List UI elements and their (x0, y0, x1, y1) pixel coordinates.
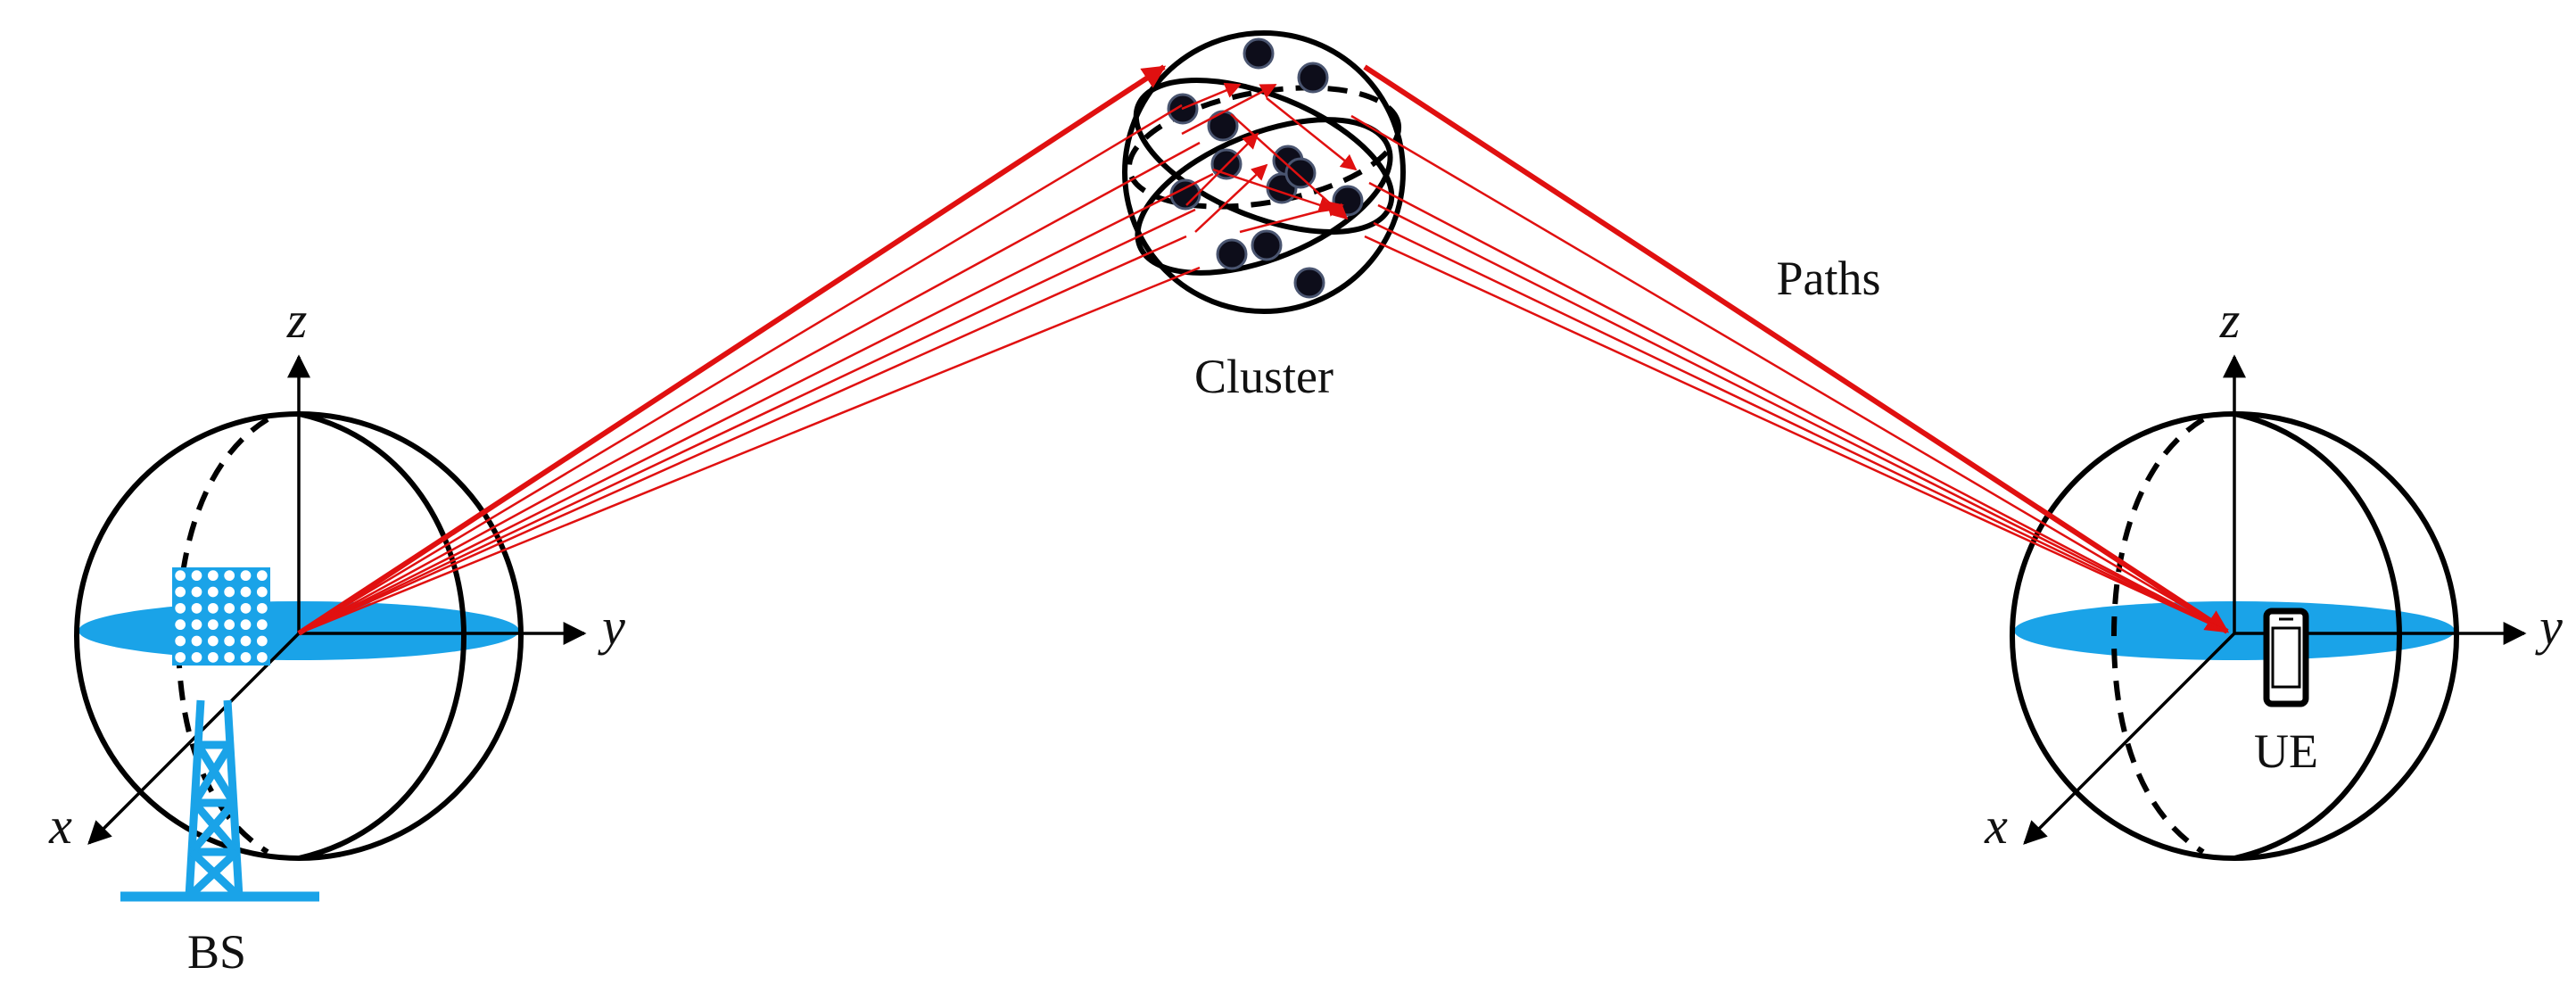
antenna-element (224, 635, 235, 647)
ue-sphere-group (2010, 354, 2527, 861)
cluster-internal-ray (1194, 163, 1268, 233)
ue-label: UE (2254, 724, 2318, 778)
bs-z-label: z (286, 291, 308, 349)
cluster-internal-ray (1239, 201, 1344, 234)
ue-y-label: y (2535, 598, 2563, 656)
bs-x-axis (87, 632, 301, 845)
scatterer-point (1284, 157, 1317, 189)
bs-to-cluster-ray (298, 235, 1187, 635)
antenna-element (256, 619, 268, 631)
bs-to-cluster-main-ray (297, 64, 1167, 636)
bs-equipment (120, 567, 319, 902)
ue-x-axis (2023, 632, 2236, 845)
antenna-element (207, 635, 219, 647)
antenna-array-icon (172, 567, 270, 666)
cluster-to-ue-ray (1350, 114, 2228, 633)
antenna-element (207, 619, 219, 631)
cluster-internal-ray (1185, 132, 1259, 206)
bs-to-cluster-ray (298, 266, 1201, 635)
cluster-sphere-outline (1122, 30, 1406, 314)
antenna-element (191, 570, 202, 582)
mobile-phone-icon (2263, 608, 2309, 707)
antenna-element (256, 602, 268, 614)
antenna-element (224, 586, 235, 598)
antenna-element (240, 651, 252, 663)
antenna-element (224, 570, 235, 582)
cluster-ring-dashed-1 (1126, 85, 1402, 210)
antenna-element (256, 635, 268, 647)
bs-y-label: y (598, 598, 625, 656)
antenna-element (191, 619, 202, 631)
antenna-element (207, 651, 219, 663)
scatterer-point (1297, 62, 1329, 94)
scatterer-point (1243, 37, 1275, 70)
cluster-internal-ray (1181, 82, 1242, 111)
scatterer-point (1216, 238, 1248, 270)
antenna-element (191, 602, 202, 614)
antenna-element (256, 586, 268, 598)
bs-sphere-group (74, 354, 587, 861)
antenna-element (224, 651, 235, 663)
antenna-element (256, 651, 268, 663)
antenna-element (175, 570, 186, 582)
bs-to-cluster-ray (298, 103, 1183, 635)
antenna-element (175, 651, 186, 663)
antenna-element (191, 586, 202, 598)
antenna-element (191, 635, 202, 647)
ue-x-label: x (1984, 797, 2008, 855)
cluster-internal-ray (1181, 83, 1277, 136)
scatterer-point (1251, 229, 1283, 261)
cluster-to-ue-ray (1368, 181, 2228, 633)
antenna-element (175, 602, 186, 614)
antenna-element (175, 586, 186, 598)
propagation-paths (297, 64, 2230, 636)
antenna-element (207, 570, 219, 582)
cluster-internal-ray (1230, 113, 1349, 220)
cluster-ring-solid-2 (1135, 117, 1393, 276)
bs-label: BS (187, 925, 246, 979)
antenna-element (207, 586, 219, 598)
antenna-element (256, 570, 268, 582)
bs-x-label: x (48, 797, 72, 855)
bs-to-cluster-ray (298, 208, 1196, 635)
cluster-ring-solid-1 (1133, 78, 1395, 235)
cluster-label: Cluster (1194, 350, 1333, 403)
cluster-to-ue-main-ray (1363, 64, 2230, 634)
paths-label: Paths (1776, 252, 1880, 305)
antenna-element (240, 635, 252, 647)
antenna-element (207, 602, 219, 614)
cluster-to-ue-ray (1373, 221, 2228, 633)
cluster-internal-ray (1266, 97, 1358, 171)
antenna-element (240, 570, 252, 582)
antenna-element (240, 586, 252, 598)
cell-tower-icon (120, 699, 319, 902)
ue-sphere-back-meridian (2110, 417, 2205, 855)
ue-sphere-front-meridian (2233, 411, 2403, 861)
antenna-element (224, 602, 235, 614)
antenna-element (175, 635, 186, 647)
antenna-element (240, 619, 252, 631)
antenna-element (224, 619, 235, 631)
scatterer-point (1293, 267, 1325, 299)
bs-sphere-front-meridian (298, 411, 467, 861)
cluster-to-ue-ray (1364, 235, 2228, 633)
scatterer-point (1169, 178, 1201, 211)
cluster-to-ue-ray (1377, 203, 2228, 633)
cluster-internal-ray (1212, 168, 1335, 213)
antenna-element (240, 602, 252, 614)
bs-to-cluster-ray (298, 141, 1201, 635)
cluster-group (1122, 30, 1406, 314)
ue-z-label: z (2219, 291, 2241, 349)
antenna-element (191, 651, 202, 663)
antenna-element (175, 619, 186, 631)
bs-to-cluster-ray (298, 172, 1214, 635)
